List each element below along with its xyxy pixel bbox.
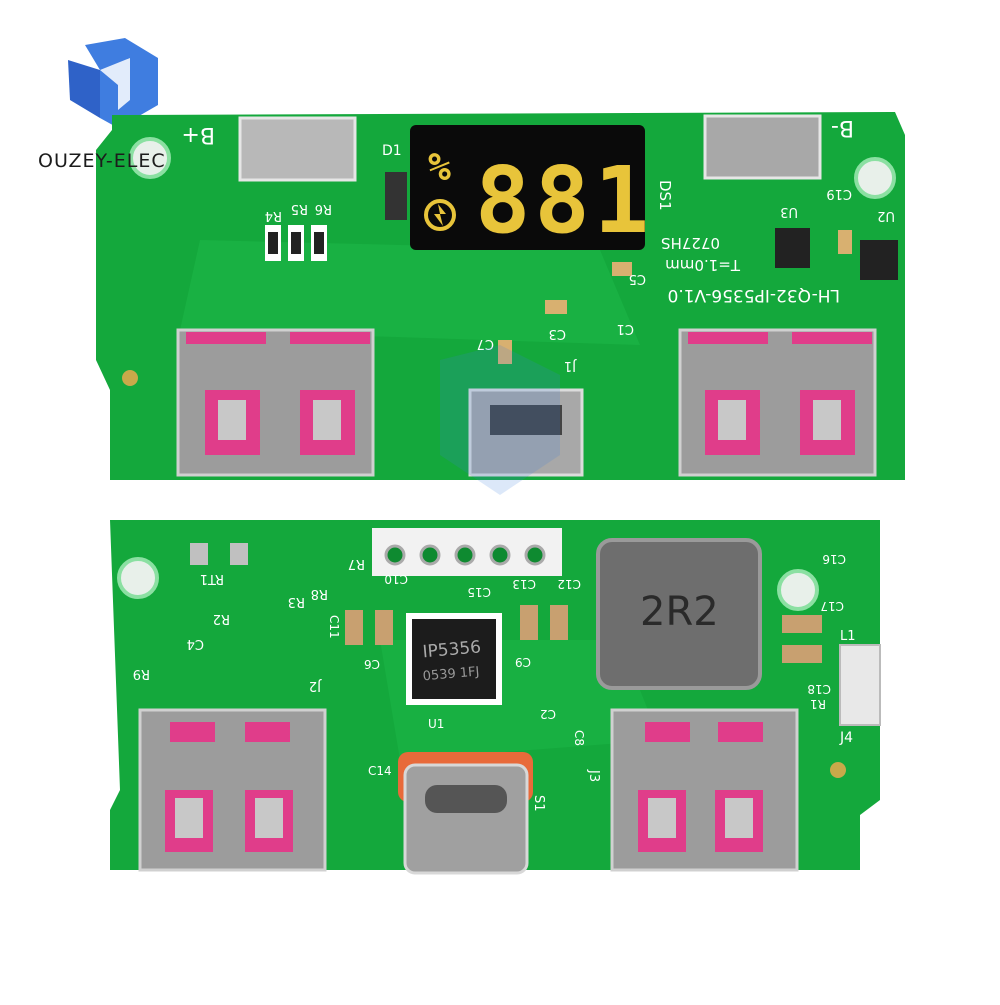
thickness-label: T=1.0mm xyxy=(665,256,741,274)
label-r3: R3 xyxy=(288,594,305,609)
label-c12: C12 xyxy=(557,577,581,591)
label-c5: C5 xyxy=(629,271,646,286)
charging-icon xyxy=(424,199,456,231)
label-c1: C1 xyxy=(617,321,634,336)
label-r1: R1 xyxy=(810,697,826,711)
label-r5: R5 xyxy=(291,201,308,216)
top-pcb-board: % 881 xyxy=(96,112,905,480)
battery-pad-negative xyxy=(703,114,822,180)
label-r4: R4 xyxy=(265,208,282,223)
label-c8: C8 xyxy=(572,730,586,746)
label-c2: C2 xyxy=(540,707,556,721)
label-j1: J1 xyxy=(564,358,577,373)
label-c6: C6 xyxy=(364,657,380,671)
power-management-chip: IP5356 0539 1FJ xyxy=(406,613,502,705)
label-s1: J4 xyxy=(839,730,853,746)
label-c4: C4 xyxy=(187,636,204,651)
brand-logo xyxy=(68,38,158,128)
date-code-label: 0727HS xyxy=(661,234,720,252)
usb-a-port-top-right xyxy=(678,328,877,477)
label-c9: C9 xyxy=(515,655,531,669)
micro-usb-port xyxy=(468,388,584,477)
mounting-hole xyxy=(854,157,896,199)
lcd-display: % 881 xyxy=(410,125,653,254)
mounting-hole xyxy=(129,137,171,179)
usb-a-port-bottom-left xyxy=(138,708,327,872)
usb-a-port-bottom-right xyxy=(610,708,799,872)
label-d1: D1 xyxy=(382,143,402,159)
terminal-label-negative: B- xyxy=(831,115,854,140)
bottom-pcb-board: 2R2 IP5356 0539 1FJ xyxy=(110,520,881,875)
label-c17: C17 xyxy=(820,599,844,613)
label-c18: C18 xyxy=(807,682,831,696)
chip-reference: U1 xyxy=(428,717,444,731)
watermark-logo xyxy=(440,345,560,495)
power-inductor: 2R2 xyxy=(596,538,762,690)
label-c16: C16 xyxy=(822,552,846,566)
battery-pad-positive xyxy=(238,116,357,182)
label-c15: C15 xyxy=(467,585,491,599)
label-c19: C19 xyxy=(826,186,852,201)
inductor-marking: 2R2 xyxy=(640,589,719,635)
label-c14: C14 xyxy=(368,764,392,778)
label-c13: C13 xyxy=(512,577,536,591)
label-j3: J3 xyxy=(586,769,601,782)
label-c3: C3 xyxy=(549,326,566,341)
mounting-hole xyxy=(117,557,159,599)
label-u3: U3 xyxy=(780,204,798,219)
label-rt1: RT1 xyxy=(200,571,224,586)
label-c10: C10 xyxy=(384,572,408,586)
label-l1: L1 xyxy=(840,629,856,644)
mounting-hole xyxy=(777,569,819,611)
usb-a-port-top-left xyxy=(176,328,375,477)
label-r9: R9 xyxy=(133,666,150,681)
label-j4: S1 xyxy=(531,795,546,812)
label-u2: U2 xyxy=(877,208,895,223)
terminal-label-positive: B+ xyxy=(181,122,215,147)
usb-c-port xyxy=(398,752,533,875)
label-c7: C7 xyxy=(477,336,494,351)
brand-watermark-text: OUZEY-ELEC xyxy=(38,150,166,172)
chip-code: 0539 1FJ xyxy=(422,664,480,684)
model-label: LH-Q32-IP5356-V1.0 xyxy=(668,285,841,305)
label-r2: R2 xyxy=(213,611,230,626)
label-r6: R6 xyxy=(315,201,332,216)
label-r8: R8 xyxy=(311,586,328,601)
display-reference: DS1 xyxy=(656,180,674,211)
label-r7: R7 xyxy=(348,556,365,571)
push-switch xyxy=(839,644,881,726)
display-percent-symbol: % xyxy=(428,145,451,189)
label-j2: J2 xyxy=(309,678,322,693)
label-c11: C11 xyxy=(327,615,341,639)
display-digits: 881 xyxy=(475,147,653,254)
